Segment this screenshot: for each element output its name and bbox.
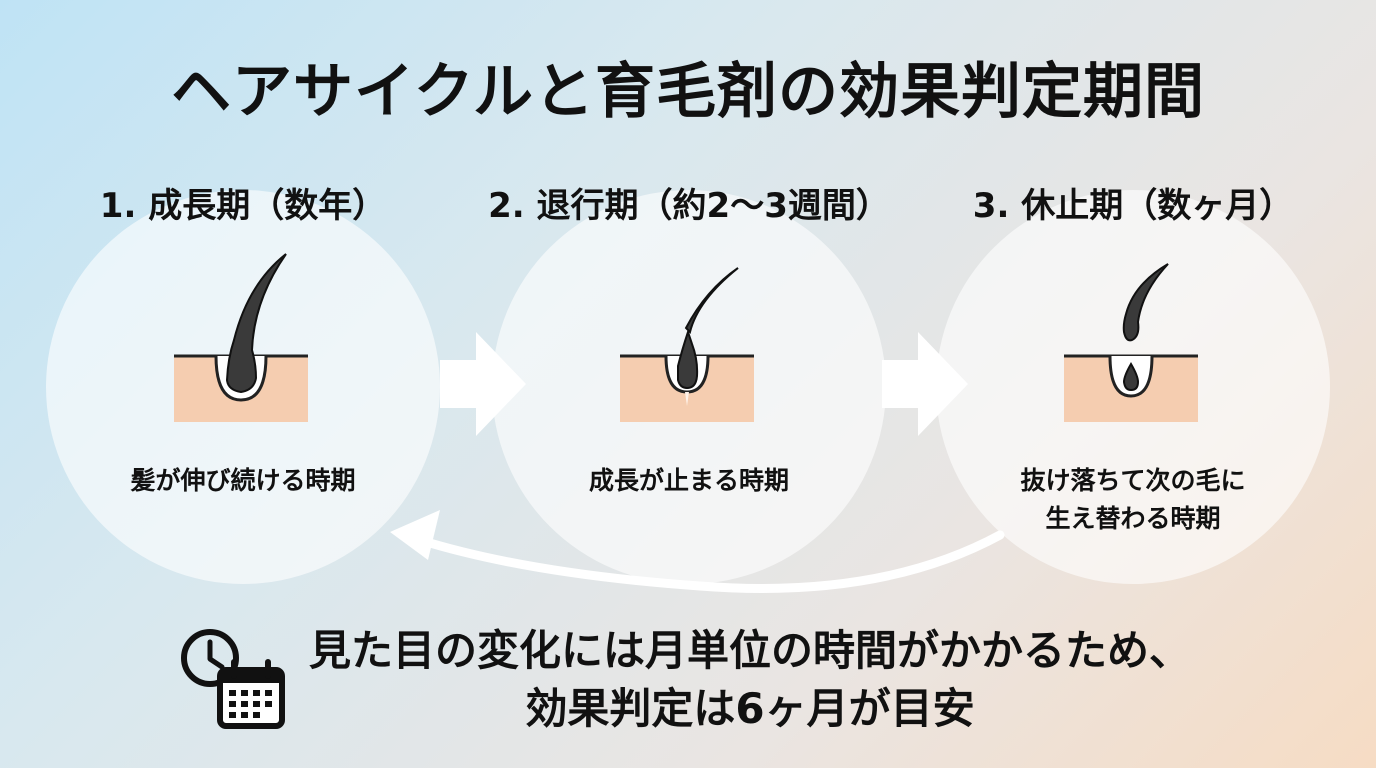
clock-calendar-icon	[181, 629, 285, 729]
arrow-right-icon	[440, 332, 526, 436]
stage-desc-anagen-line: 髪が伸び続ける時期	[130, 466, 356, 495]
stage-title-telogen: 3. 休止期（数ヶ月）	[972, 186, 1294, 226]
footer-message: 見た目の変化には月単位の時間がかかるため、 効果判定は6ヶ月が目安	[300, 622, 1200, 738]
stage-desc-telogen-line-2: 生え替わる時期	[1045, 504, 1221, 533]
stage-desc-catagen: 成長が止まる時期	[492, 462, 886, 500]
stage-desc-telogen-line-1: 抜け落ちて次の毛に	[1020, 466, 1246, 495]
hair-follicle-regressing-icon	[620, 267, 754, 422]
hair-follicle-growing-icon	[174, 253, 308, 422]
stage-title-anagen: 1. 成長期（数年）	[99, 186, 387, 226]
stage-title-catagen: 2. 退行期（約2〜3週間）	[488, 186, 890, 226]
stage-desc-anagen: 髪が伸び続ける時期	[46, 462, 440, 500]
hair-follicle-resting-icon	[1064, 263, 1198, 422]
page-title: ヘアサイクルと育毛剤の効果判定期間	[171, 57, 1205, 127]
footer-line-1: 見た目の変化には月単位の時間がかかるため、	[308, 626, 1191, 675]
stage-desc-telogen: 抜け落ちて次の毛に 生え替わる時期	[936, 462, 1330, 538]
footer-line-2: 効果判定は6ヶ月が目安	[525, 684, 975, 733]
arrow-right-icon	[882, 332, 968, 436]
stage-desc-catagen-line: 成長が止まる時期	[588, 466, 789, 495]
